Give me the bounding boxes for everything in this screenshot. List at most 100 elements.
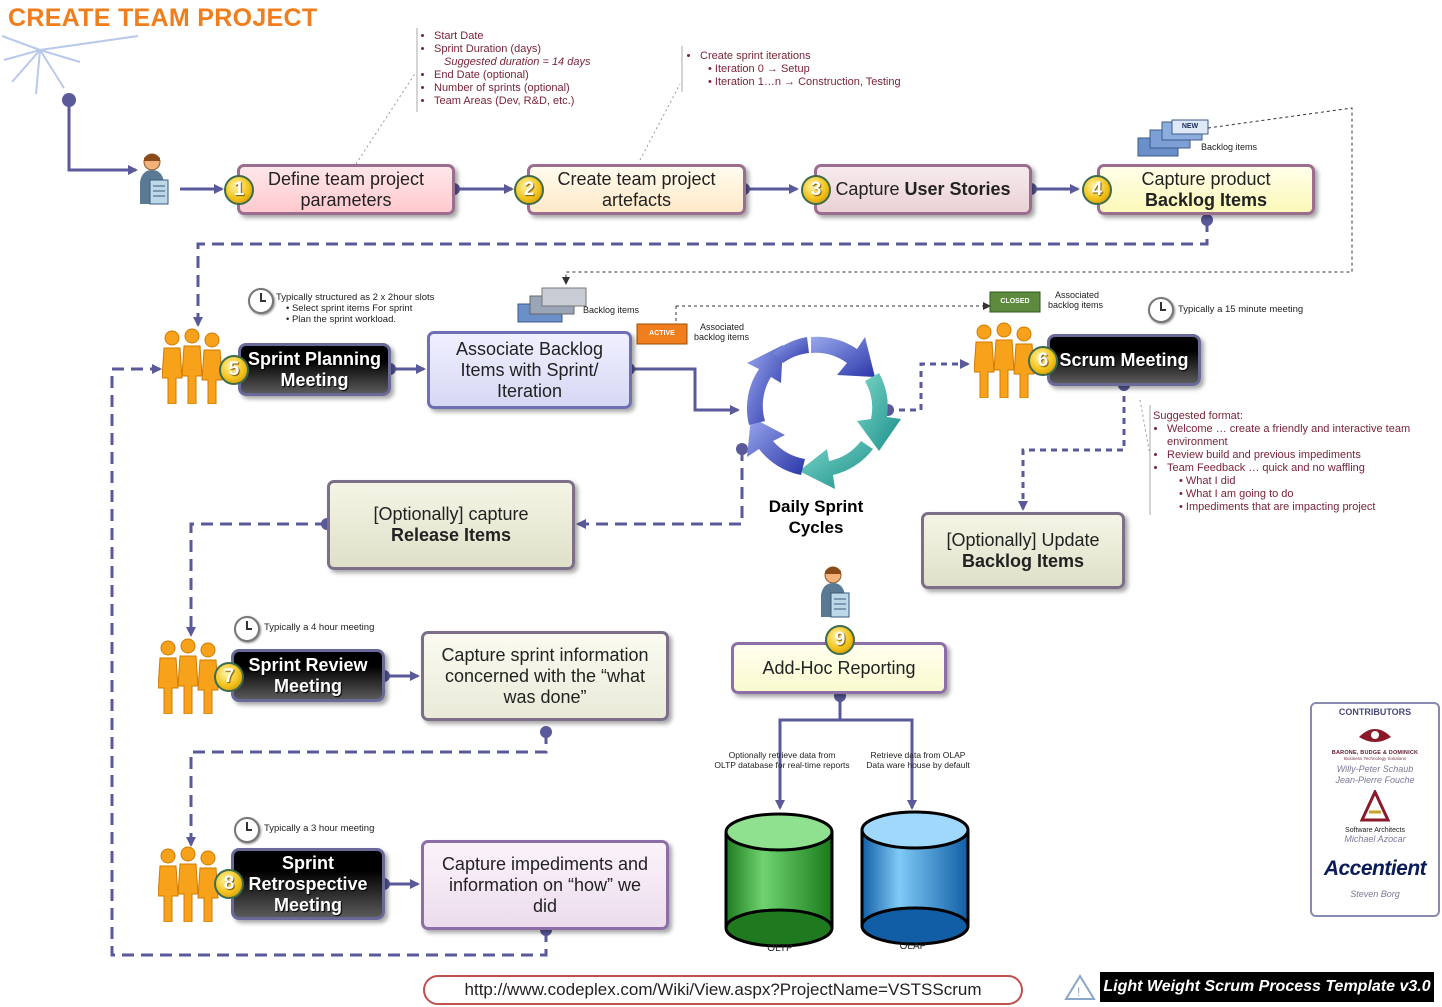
team-admin-person-icon bbox=[140, 153, 169, 205]
update-bold: Backlog Items bbox=[961, 550, 1085, 571]
scrum-time-note: Typically a 15 minute meeting bbox=[1178, 304, 1304, 315]
bbd-logo bbox=[1359, 729, 1391, 742]
planning-select-text: Select sprint items For sprint bbox=[291, 303, 413, 314]
step-7-badge: 7 bbox=[214, 662, 244, 692]
planning-plan: • Plan the sprint workload. bbox=[286, 314, 396, 325]
assoc-active-label: Associated backlog items bbox=[694, 322, 774, 342]
review-line2: concerned with the “what bbox=[444, 665, 646, 686]
format-what-did: • What I did bbox=[1179, 475, 1236, 487]
note-iteration-0: • Iteration 0 → Setup bbox=[708, 63, 810, 75]
svg-text:!: ! bbox=[1077, 985, 1080, 999]
olap-note-line1: Retrieve data from OLAP bbox=[870, 750, 966, 760]
assoc-closed-label: Associated backlog items bbox=[1048, 290, 1128, 310]
retro-line1: Capture impediments and bbox=[441, 853, 649, 874]
accentient-logo: Accentient bbox=[1323, 857, 1427, 880]
olap-cylinder bbox=[860, 810, 970, 946]
format-impediments-text: Impediments that are impacting project bbox=[1185, 501, 1376, 513]
step-4-line1: Capture product bbox=[1141, 168, 1271, 189]
olap-note: Retrieve data from OLAP Data ware house … bbox=[856, 750, 980, 770]
active-tag: ACTIVE bbox=[649, 330, 675, 337]
format-welcome: Welcome … create a friendly and interact… bbox=[1167, 423, 1441, 449]
active-tag-bg bbox=[636, 323, 688, 345]
release-line1: [Optionally] capture bbox=[373, 504, 529, 524]
contributors-heading: CONTRIBUTORS bbox=[1338, 707, 1412, 717]
assoc-active-line1: Associated bbox=[700, 322, 745, 332]
step-3-pre: Capture bbox=[835, 179, 905, 199]
retro-line3: did bbox=[532, 895, 558, 916]
new-tag: NEW bbox=[1181, 123, 1199, 130]
note-create-iterations: Create sprint iterations bbox=[700, 50, 946, 63]
cycle-line2: Cycles bbox=[788, 518, 844, 537]
iterations-note: Create sprint iterations • Iteration 0 →… bbox=[686, 50, 946, 89]
note-start-date: Start Date bbox=[434, 30, 650, 43]
planning-slots: Typically structured as 2 x 2hour slots bbox=[276, 292, 435, 303]
cycle-line1: Daily Sprint bbox=[768, 497, 864, 516]
backlog-items-mid-label: Backlog items bbox=[583, 305, 640, 315]
retro-line2: information on “how” we bbox=[448, 874, 642, 895]
note-suggested-duration: Suggested duration = 14 days bbox=[444, 56, 591, 68]
page-title: CREATE TEAM PROJECT bbox=[8, 4, 318, 32]
clock-icon bbox=[1148, 297, 1174, 323]
step-4-badge: 4 bbox=[1082, 175, 1112, 205]
clock-icon bbox=[234, 616, 260, 642]
clock-icon bbox=[248, 288, 274, 314]
planning-select: • Select sprint items For sprint bbox=[286, 303, 413, 314]
starburst bbox=[1, 35, 139, 95]
release-bold: Release Items bbox=[390, 525, 512, 545]
update-line1: [Optionally] Update bbox=[946, 529, 1100, 550]
closed-tag: CLOSED bbox=[1000, 298, 1030, 305]
backlog-items-top-label: Backlog items bbox=[1201, 142, 1258, 152]
step-8-line1: Sprint bbox=[282, 852, 334, 873]
reporting-person-icon bbox=[821, 566, 850, 618]
warning-icon bbox=[1064, 974, 1096, 1000]
step-7-line1: Sprint Review bbox=[248, 654, 368, 675]
contrib-name-3: Michael Azocar bbox=[1344, 834, 1406, 844]
olap-label: OLAP bbox=[899, 941, 927, 952]
olap-note-line2: Data ware house by default bbox=[866, 760, 970, 770]
step-1-line1: Define team project bbox=[267, 168, 425, 189]
note-iteration-0-text: Iteration 0 → Setup bbox=[714, 63, 810, 75]
format-going-to-do-text: What I am going to do bbox=[1185, 488, 1294, 500]
closed-tag-bg bbox=[989, 291, 1041, 313]
bbd-firm-sub: Business Technology Solutions bbox=[1344, 756, 1406, 761]
note-iteration-n-text: Iteration 1…n → Construction, Testing bbox=[714, 76, 901, 88]
oltp-note-line1: Optionally retrieve data from bbox=[728, 750, 836, 760]
format-what-did-text: What I did bbox=[1185, 475, 1236, 487]
team-crowd-icon bbox=[158, 638, 219, 714]
step-5-badge: 5 bbox=[219, 355, 249, 385]
step-capture-user-stories[interactable]: Capture User Stories bbox=[814, 164, 1032, 215]
step-5-line2: Meeting bbox=[280, 369, 349, 390]
review-time-note: Typically a 4 hour meeting bbox=[264, 622, 375, 633]
software-architects-logo bbox=[1359, 788, 1391, 822]
note-team-areas: Team Areas (Dev, R&D, etc.) bbox=[434, 95, 650, 108]
step-8-badge: 8 bbox=[214, 869, 244, 899]
step-2-badge: 2 bbox=[514, 175, 544, 205]
step-6-label: Scrum Meeting bbox=[1059, 349, 1189, 370]
contributors-panel: CONTRIBUTORS BARONE, BUDGE & DOMINICK Bu… bbox=[1310, 702, 1440, 917]
format-feedback: Team Feedback … quick and no waffling bbox=[1167, 462, 1441, 475]
step-3-badge: 3 bbox=[801, 175, 831, 205]
format-going-to-do: • What I am going to do bbox=[1179, 488, 1294, 500]
step-9-label: Add-Hoc Reporting bbox=[762, 657, 916, 678]
scrum-meeting[interactable]: Scrum Meeting bbox=[1047, 334, 1201, 386]
project-url-link[interactable]: http://www.codeplex.com/Wiki/View.aspx?P… bbox=[423, 975, 1023, 1005]
clock-icon bbox=[234, 817, 260, 843]
step-1-badge: 1 bbox=[224, 175, 254, 205]
contrib-name-4: Steven Borg bbox=[1350, 889, 1400, 899]
note-end-date: End Date (optional) bbox=[434, 69, 650, 82]
step-2-line1: Create team project bbox=[557, 168, 716, 189]
step-5-line1: Sprint Planning bbox=[248, 348, 381, 369]
